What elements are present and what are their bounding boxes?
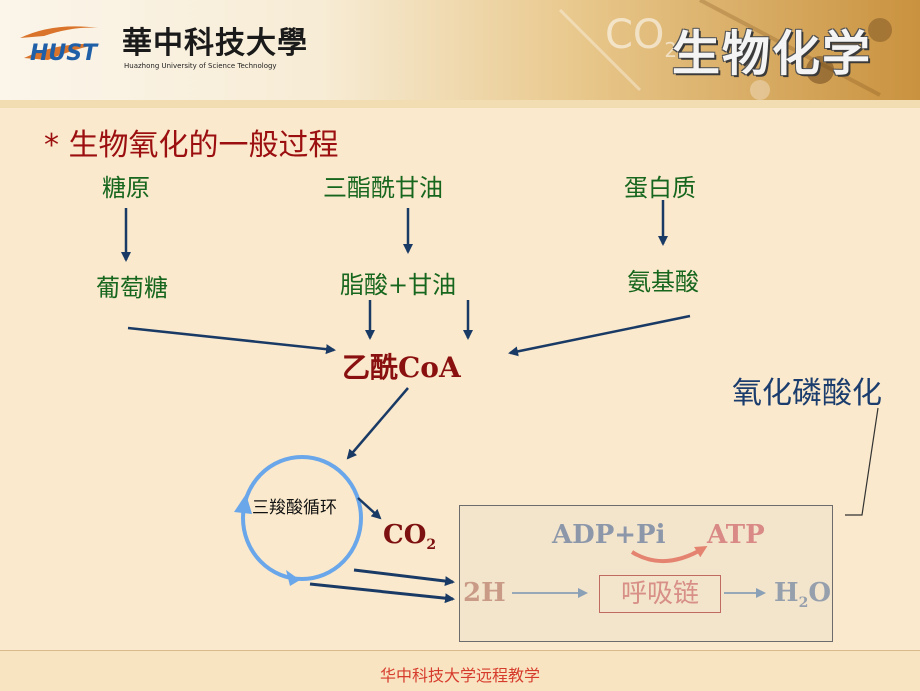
slide-heading: * 生物氧化的一般过程 bbox=[44, 128, 339, 163]
term-triglyceride: 三酯酰甘油 bbox=[323, 174, 443, 202]
hust-logo: HUST bbox=[14, 20, 104, 70]
course-title: 生物化学 bbox=[672, 26, 873, 82]
molecule-decoration bbox=[558, 0, 892, 100]
arrow-acetylcoa-tca bbox=[346, 387, 409, 460]
university-name-en: Huazhong University of Science Technolog… bbox=[124, 62, 277, 70]
atp-label: ATP bbox=[707, 520, 765, 550]
water-label: H2O bbox=[774, 578, 831, 612]
oxphos-connector bbox=[845, 407, 879, 516]
term-acetyl-coa: 乙酰CoA bbox=[342, 351, 461, 384]
respiratory-chain-label: 呼吸链 bbox=[599, 575, 721, 613]
university-name-cn: 華中科技大學 bbox=[122, 26, 308, 61]
header-divider bbox=[0, 100, 920, 108]
term-protein: 蛋白质 bbox=[624, 174, 696, 202]
respiratory-chain-box bbox=[459, 505, 833, 642]
tca-cycle-arrowhead-bottom bbox=[286, 570, 300, 586]
adp-pi-label: ADP+Pi bbox=[552, 520, 666, 550]
tca-cycle-circle bbox=[241, 455, 363, 581]
term-fattyacid-glycerol: 脂酸+甘油 bbox=[340, 271, 457, 299]
arrow-tca-co2 bbox=[357, 497, 382, 520]
term-glucose: 葡萄糖 bbox=[96, 274, 168, 302]
footer-text: 华中科技大学远程教学 bbox=[379, 666, 540, 685]
tca-cycle-label: 三羧酸循环 bbox=[252, 498, 337, 518]
two-h-label: 2H bbox=[463, 578, 506, 608]
slide-footer bbox=[0, 650, 920, 691]
arrow-glucose-acetylcoa bbox=[127, 326, 336, 355]
co2-watermark: CO2 bbox=[605, 12, 678, 62]
slide-header: HUST 華中科技大學 Huazhong University of Scien… bbox=[0, 0, 920, 100]
co2-product: CO2 bbox=[383, 520, 437, 554]
arrow-adp-atp-curve bbox=[630, 545, 708, 564]
logo-text: HUST bbox=[30, 41, 99, 66]
oxidative-phosphorylation-label: 氧化磷酸化 bbox=[732, 376, 882, 411]
arrow-tca-2h-upper bbox=[353, 568, 455, 587]
tca-cycle-arrowhead-left bbox=[234, 494, 252, 514]
term-glycogen: 糖原 bbox=[102, 174, 150, 202]
term-amino-acid: 氨基酸 bbox=[627, 268, 699, 296]
arrow-aminoacid-acetylcoa bbox=[508, 314, 691, 357]
arrow-tca-2h-lower bbox=[309, 582, 455, 604]
